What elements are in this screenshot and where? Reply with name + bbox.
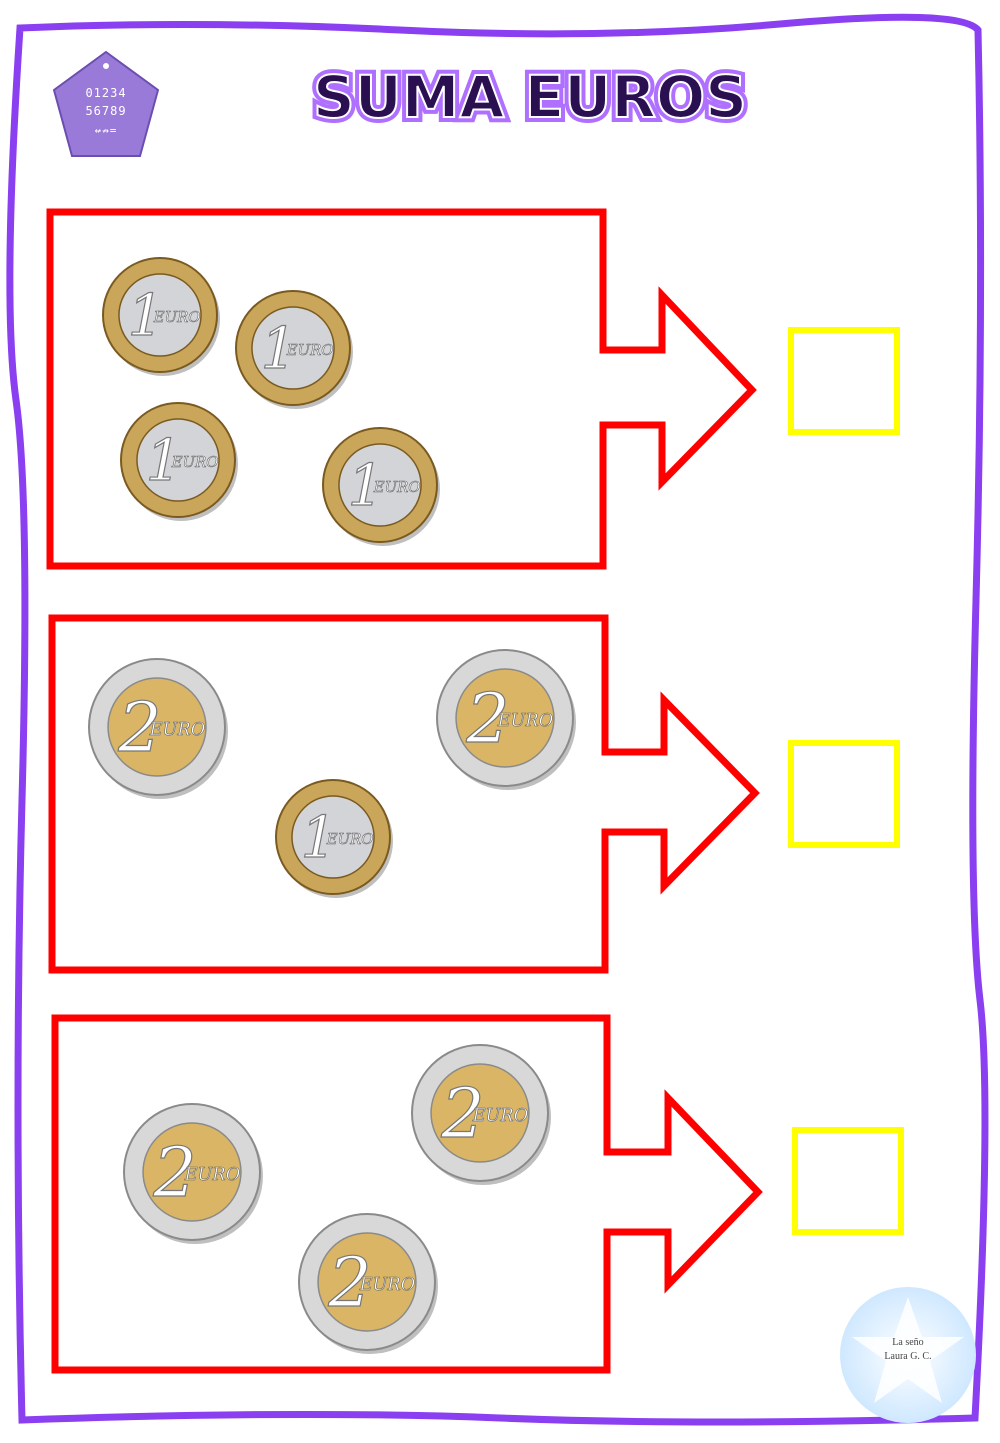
- badge-line-2: Laura G. C.: [884, 1351, 932, 1362]
- coin-label: EURO: [153, 309, 201, 326]
- coin-value: 1: [261, 316, 297, 382]
- title-glow: SUMA EUROS: [313, 63, 747, 131]
- coin-label: EURO: [497, 711, 554, 731]
- coin-label: EURO: [149, 720, 206, 740]
- coin-label: EURO: [286, 342, 334, 359]
- coin-label: EURO: [326, 831, 374, 848]
- coin-value: 1: [128, 283, 164, 349]
- coin-value: 2: [327, 1244, 371, 1323]
- coin-label: EURO: [171, 454, 219, 471]
- logo-row-1: 01234: [85, 86, 127, 100]
- coin-label: EURO: [373, 479, 421, 496]
- coin-label: EURO: [472, 1106, 529, 1126]
- coin-label: EURO: [184, 1165, 241, 1185]
- exercise-2-arrow: [48, 614, 760, 974]
- badge-line-1: La seño: [892, 1337, 924, 1348]
- author-badge: La seño Laura G. C.: [838, 1285, 978, 1425]
- coin-value: 1: [348, 453, 384, 519]
- coin-value: 2: [152, 1134, 196, 1213]
- exercise-3-arrow: [51, 1014, 763, 1374]
- numbers-logo: 01234 56789 ↚↛=: [50, 48, 162, 160]
- exercise-3-answer-box[interactable]: [792, 1127, 904, 1235]
- title-text: SUMA EUROS: [313, 63, 747, 131]
- coin-value: 2: [465, 680, 509, 759]
- pentagon-icon: [52, 50, 160, 157]
- coin-value: 2: [440, 1075, 484, 1154]
- exercise-1-arrow: [46, 208, 757, 570]
- logo-row-3: ↚↛=: [94, 124, 118, 137]
- coin-value: 2: [117, 689, 161, 768]
- exercise-2-answer-box[interactable]: [788, 740, 900, 848]
- star-badge-icon: [840, 1287, 976, 1423]
- coin-value: 1: [301, 805, 337, 871]
- page-title: SUMA EUROS SUMA EUROS: [308, 58, 752, 136]
- coin-value: 1: [146, 428, 182, 494]
- coin-label: EURO: [359, 1275, 416, 1295]
- exercise-1-answer-box[interactable]: [788, 327, 900, 435]
- logo-row-2: 56789: [85, 104, 127, 118]
